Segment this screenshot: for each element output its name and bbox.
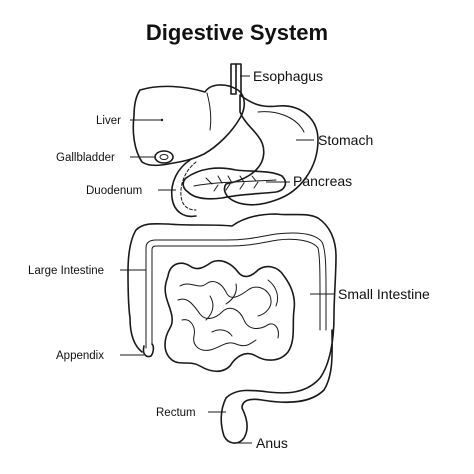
label-small-intestine: Small Intestine bbox=[338, 286, 430, 302]
label-liver: Liver bbox=[96, 115, 121, 127]
duodenum-organ bbox=[170, 159, 197, 218]
label-pancreas: Pancreas bbox=[293, 173, 352, 189]
label-large-intestine: Large Intestine bbox=[28, 265, 104, 277]
label-rectum: Rectum bbox=[156, 407, 196, 419]
appendix-organ bbox=[142, 343, 155, 358]
small-intestine-organ bbox=[164, 259, 296, 373]
gallbladder-organ bbox=[154, 150, 174, 164]
diagram-title: Digestive System bbox=[145, 20, 329, 45]
pancreas-organ bbox=[182, 167, 287, 200]
label-anus: Anus bbox=[256, 435, 288, 451]
label-gallbladder: Gallbladder bbox=[56, 152, 115, 164]
label-appendix: Appendix bbox=[56, 350, 104, 362]
stomach-organ bbox=[223, 94, 319, 206]
label-stomach: Stomach bbox=[318, 132, 373, 148]
large-intestine-organ bbox=[127, 213, 337, 444]
liver-organ bbox=[132, 84, 246, 167]
esophagus-organ bbox=[230, 63, 242, 97]
label-duodenum: Duodenum bbox=[86, 185, 142, 197]
label-esophagus: Esophagus bbox=[253, 68, 323, 84]
